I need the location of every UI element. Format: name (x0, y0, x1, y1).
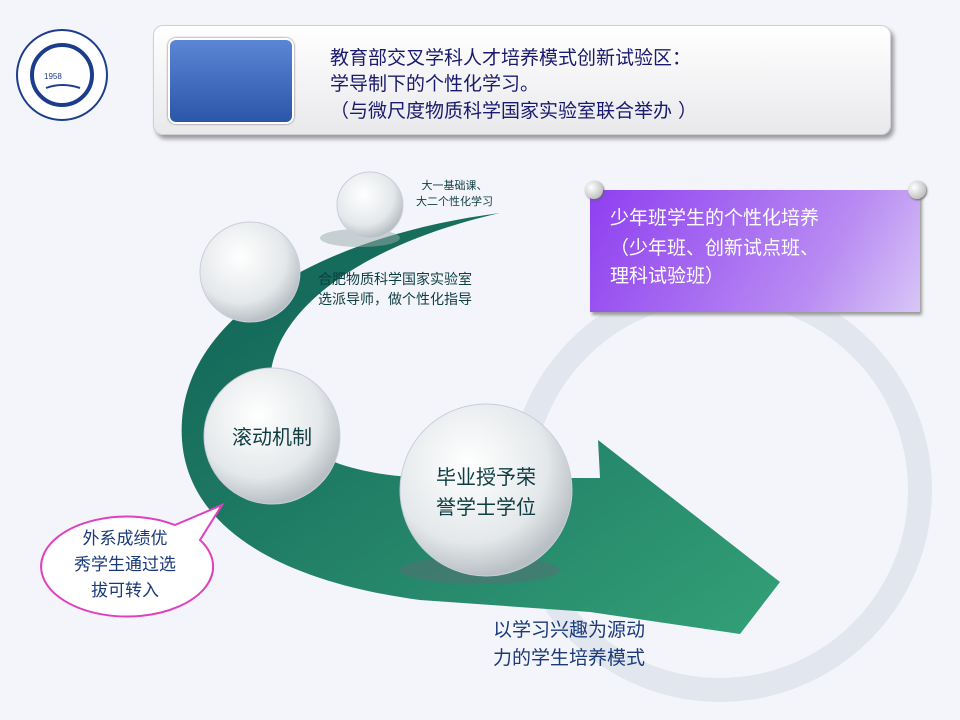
university-logo: 1958 (16, 29, 108, 121)
ball-upper (199, 221, 301, 323)
step1-text: 大一基础课、 大二个性化学习 (416, 178, 493, 210)
callout-line-3: 拔可转入 (91, 581, 159, 601)
green-curved-arrow (181, 213, 780, 634)
degree-label: 毕业授予荣 誉学士学位 (406, 462, 566, 522)
callout-text: 外系成绩优 秀学生通过选 拔可转入 (40, 526, 210, 604)
bottom-text: 以学习兴趣为源动 力的学生培养模式 (493, 616, 645, 672)
pin-icon (908, 181, 926, 199)
side-line-1: 少年班学生的个性化培养 (610, 207, 820, 229)
side-box: 少年班学生的个性化培养 （少年班、创新试点班、 理科试验班） (590, 190, 920, 312)
bottom-line-2: 力的学生培养模式 (493, 647, 646, 669)
callout-line-2: 秀学生通过选 (74, 555, 176, 575)
ball-degree[interactable] (399, 403, 573, 577)
step2-line-1: 合肥物质科学国家实验室 (318, 272, 472, 288)
logo-year: 1958 (44, 72, 62, 81)
side-line-2: （少年班、创新试点班、 (610, 237, 820, 259)
title-decoration-tile (168, 38, 294, 124)
side-line-3: 理科试验班） (610, 265, 725, 287)
degree-line-2: 誉学士学位 (436, 495, 536, 519)
callout-line-1: 外系成绩优 (82, 529, 168, 549)
ball-small (336, 171, 404, 239)
callout-bubble (40, 502, 225, 618)
ball-rolling[interactable] (203, 367, 341, 505)
degree-line-1: 毕业授予荣 (436, 465, 536, 489)
rolling-label: 滚动机制 (232, 425, 312, 449)
title-line-3: （与微尺度物质科学国家实验室联合举办 ） (330, 100, 698, 122)
step2-line-2: 选派导师，做个性化指导 (318, 292, 472, 308)
title-line-2: 学导制下的个性化学习。 (330, 73, 540, 95)
step1-line-2: 大二个性化学习 (416, 195, 493, 208)
bottom-line-1: 以学习兴趣为源动 (493, 619, 646, 641)
step2-text: 合肥物质科学国家实验室 选派导师，做个性化指导 (318, 270, 472, 310)
pin-icon (585, 181, 603, 199)
title-line-1: 教育部交叉学科人才培养模式创新试验区： (330, 47, 692, 69)
step1-line-1: 大一基础课、 (421, 179, 488, 192)
